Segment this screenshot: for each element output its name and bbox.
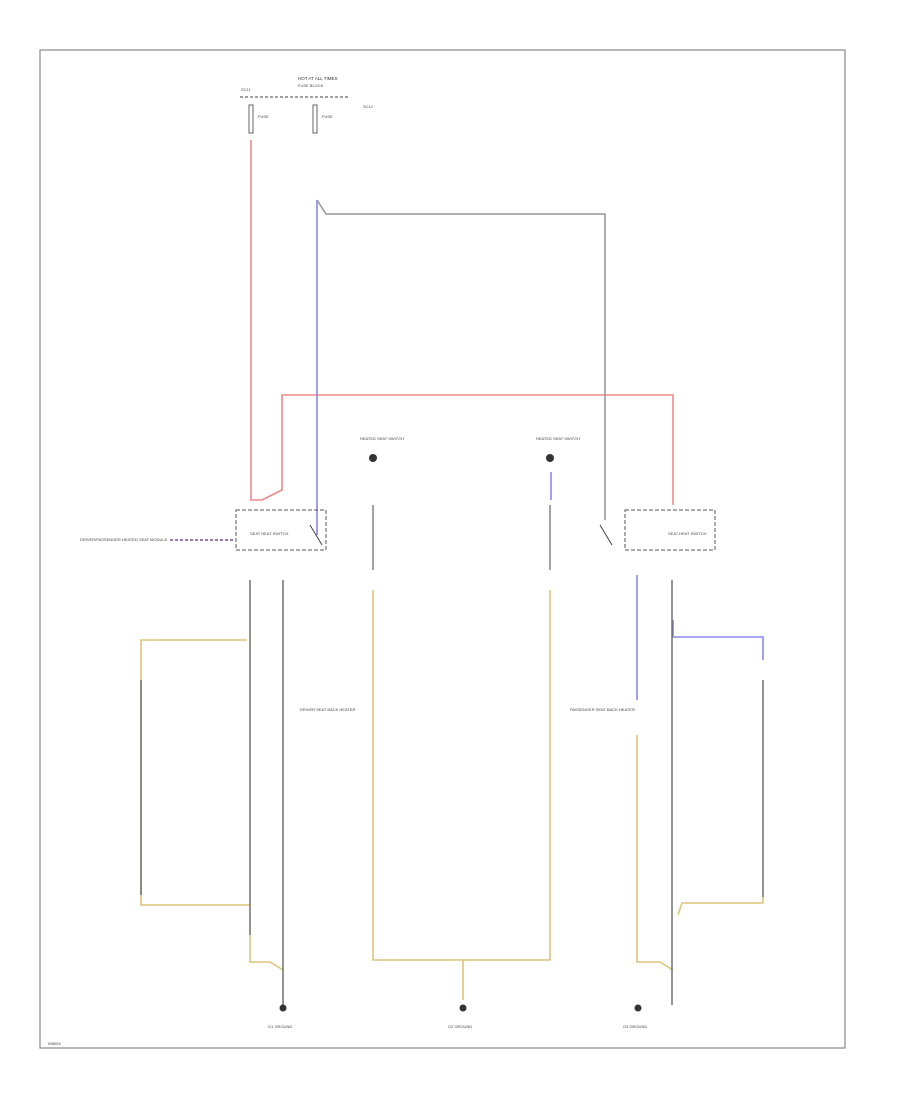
wire-yellow-left-bottom xyxy=(140,895,250,906)
left-module-label: SEAT HEAT SWITCH xyxy=(250,531,288,536)
wire-yellow-left-ground xyxy=(249,935,284,971)
right-seat-heat-switch: SEAT HEAT SWITCH xyxy=(599,509,716,551)
fuse-block: HOT AT ALL TIMES FUSE BLOCK SC11 FUSE FU… xyxy=(240,76,374,134)
right-switch-contact xyxy=(599,524,613,546)
fuse-box-sub: FUSE BLOCK xyxy=(298,83,324,88)
fuse-right-label: FUSE xyxy=(322,114,333,119)
right-module-box xyxy=(624,509,716,551)
fuse-box-label: HOT AT ALL TIMES xyxy=(298,76,338,81)
footer-code: W8054 xyxy=(48,1041,61,1046)
wire-red-main xyxy=(250,140,674,505)
center-switches: HEATED SEAT SWITCH HEATED SEAT SWITCH xyxy=(360,436,580,570)
pin-right: SC12 xyxy=(363,104,374,109)
ground-right-label: G3 GROUND xyxy=(623,1024,647,1029)
center-right-connector xyxy=(546,454,554,462)
fuse-left xyxy=(248,104,254,134)
center-right-label: HEATED SEAT SWITCH xyxy=(536,436,580,441)
passenger-seat-label: PASSENGER SEAT BACK HEATER xyxy=(570,707,635,712)
diagram-frame xyxy=(39,49,846,1049)
ground-center-symbol xyxy=(459,1004,467,1012)
grounds: G1 GROUND G2 GROUND G3 GROUND xyxy=(268,1004,647,1029)
ground-right-symbol xyxy=(634,1004,642,1012)
fuse-right xyxy=(312,104,318,134)
driver-seat-label: DRIVER SEAT BACK HEATER xyxy=(300,707,355,712)
wire-blue-right2 xyxy=(672,620,764,660)
wire-yellow-center xyxy=(372,590,551,961)
harness-label: DRIVER/PASSENGER HEATED SEAT MODULE xyxy=(80,537,168,542)
wire-yellow-left-top xyxy=(140,639,247,895)
right-module-label: SEAT HEAT SWITCH xyxy=(668,531,706,536)
fuse-left-label: FUSE xyxy=(258,114,269,119)
left-module-box xyxy=(235,509,327,551)
center-left-label: HEATED SEAT SWITCH xyxy=(360,436,404,441)
wires xyxy=(140,140,764,1005)
ground-center-label: G2 GROUND xyxy=(448,1024,472,1029)
wire-yellow-right-ground xyxy=(636,735,674,971)
wire-gray-top xyxy=(316,199,606,520)
pin-left: SC11 xyxy=(241,87,251,92)
left-seat-heat-switch: SEAT HEAT SWITCH DRIVER/PASSENGER HEATED… xyxy=(80,509,327,551)
left-switch-contact xyxy=(309,524,323,546)
wire-yellow-right-bottom xyxy=(677,897,764,916)
center-left-connector xyxy=(369,454,377,462)
ground-left-label: G1 GROUND xyxy=(268,1024,292,1029)
ground-left-symbol xyxy=(279,1004,287,1012)
